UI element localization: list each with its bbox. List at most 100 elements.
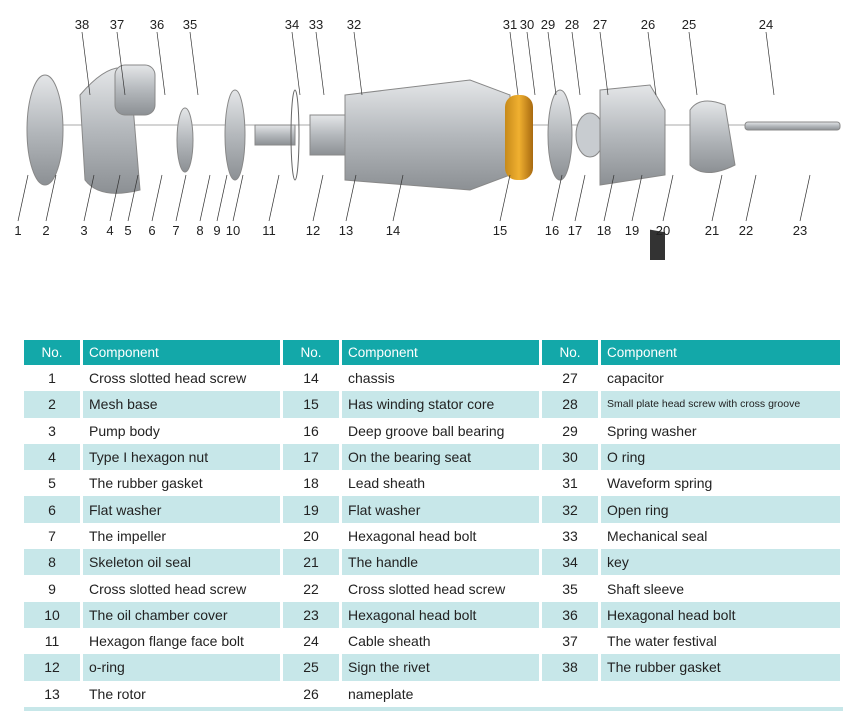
part-name: Mesh base [83, 391, 281, 418]
part-name: chassis [348, 370, 395, 387]
part-number: 35 [562, 580, 578, 597]
header-component: Component [601, 340, 840, 365]
part-name: The impeller [89, 527, 167, 544]
part-name [601, 681, 840, 707]
leader-line [688, 31, 698, 96]
part-name: Has winding stator core [342, 391, 540, 418]
part-name: The oil chamber cover [83, 601, 281, 628]
part-name: Small plate head screw with cross groove [601, 391, 840, 418]
part-number: 20 [303, 527, 319, 544]
callout-38: 38 [75, 17, 89, 32]
callout-8: 8 [196, 223, 203, 238]
leader-line [232, 174, 244, 222]
leader-line [603, 174, 615, 222]
part-name: Hexagonal head bolt [601, 601, 840, 628]
part-number: 24 [303, 633, 319, 650]
part-number: 30 [542, 443, 599, 471]
part-number: 28 [542, 391, 599, 418]
callout-6: 6 [148, 223, 155, 238]
part-name: Waveform spring [607, 475, 713, 492]
leader-line [156, 31, 166, 96]
leader-line [151, 174, 163, 222]
leader-line [353, 31, 363, 96]
mesh-base [26, 74, 64, 186]
part-number: 26 [303, 685, 319, 702]
water-festival [114, 64, 156, 116]
part-name: The water festival [607, 633, 717, 650]
part-name: Deep groove ball bearing [348, 422, 505, 439]
callout-1: 1 [14, 223, 21, 238]
part-number: 4 [24, 443, 80, 471]
part-number: 2 [24, 391, 80, 418]
part-name: Hexagon flange face bolt [89, 633, 244, 650]
part-number: 21 [283, 549, 340, 576]
callout-33: 33 [309, 17, 323, 32]
callout-22: 22 [739, 223, 753, 238]
callout-21: 21 [705, 223, 719, 238]
leader-line [526, 31, 536, 96]
callout-17: 17 [568, 223, 582, 238]
part-number: 7 [48, 527, 56, 544]
part-number: 1 [48, 370, 56, 387]
part-name: Spring washer [607, 422, 697, 439]
leader-line [765, 31, 775, 96]
part-name: The rubber gasket [89, 475, 203, 492]
cable-sheath [744, 121, 841, 131]
callout-24: 24 [759, 17, 773, 32]
part-number: 3 [48, 422, 56, 439]
leader-line [291, 31, 301, 96]
part-name: On the bearing seat [342, 443, 540, 471]
mechanical-seal [254, 124, 296, 146]
leader-line [268, 174, 280, 222]
callout-26: 26 [641, 17, 655, 32]
leader-line [17, 174, 29, 222]
leader-line [571, 31, 581, 96]
callout-16: 16 [545, 223, 559, 238]
callout-25: 25 [682, 17, 696, 32]
callout-34: 34 [285, 17, 299, 32]
part-name: o-ring [83, 654, 281, 681]
part-name: Skeleton oil seal [83, 549, 281, 576]
callout-36: 36 [150, 17, 164, 32]
stator-core [505, 95, 533, 180]
leader-line [551, 174, 563, 222]
header-no: No. [283, 340, 340, 365]
part-number: 37 [562, 633, 578, 650]
part-number: 13 [44, 685, 60, 702]
part-name: capacitor [607, 370, 664, 387]
part-name: Cross slotted head screw [89, 370, 247, 387]
callout-31: 31 [503, 17, 517, 32]
part-number: 9 [48, 580, 56, 597]
part-number: 34 [542, 549, 599, 576]
part-name: Open ring [601, 496, 840, 523]
callout-5: 5 [124, 223, 131, 238]
leader-line [216, 174, 228, 222]
part-number: 31 [562, 475, 578, 492]
part-number: 29 [562, 422, 578, 439]
part-name: key [601, 549, 840, 576]
leader-line [547, 31, 557, 96]
callout-14: 14 [386, 223, 400, 238]
part-number: 38 [542, 654, 599, 681]
leader-line [109, 174, 121, 222]
leader-line [45, 174, 57, 222]
part-number: 27 [562, 370, 578, 387]
part-name: Pump body [89, 422, 160, 439]
part-name: Cross slotted head screw [89, 580, 247, 597]
handle [689, 100, 736, 173]
part-name: The rubber gasket [601, 654, 840, 681]
part-number: 17 [283, 443, 340, 471]
leader-line [574, 174, 586, 222]
leader-line [83, 174, 95, 222]
part-number: 15 [283, 391, 340, 418]
parts [26, 64, 841, 260]
bearing-seat [547, 89, 573, 181]
header-component: Component [83, 340, 281, 365]
